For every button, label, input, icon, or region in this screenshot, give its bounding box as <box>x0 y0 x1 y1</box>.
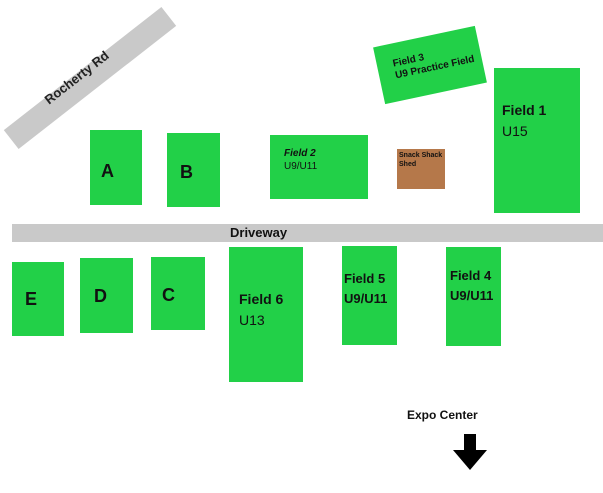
lot-c-label: C <box>162 285 175 305</box>
lot-a: A <box>90 130 142 205</box>
lot-b: B <box>167 133 220 207</box>
expo-center-label: Expo Center <box>407 408 478 422</box>
shed-label-1: Snack Shack <box>399 152 443 159</box>
field-1-name: Field 1 <box>502 102 547 118</box>
field-4-age: U9/U11 <box>450 288 494 303</box>
field-5-name: Field 5 <box>344 271 386 286</box>
field-5: Field 5 U9/U11 <box>342 246 397 345</box>
arrow-down-icon <box>453 434 487 470</box>
field-2-age: U9/U11 <box>284 161 318 172</box>
lot-b-label: B <box>180 162 193 182</box>
field-2: Field 2 U9/U11 <box>270 135 368 199</box>
field-4: Field 4 U9/U11 <box>446 247 501 346</box>
lot-e: E <box>12 262 64 336</box>
field-1: Field 1 U15 <box>494 68 580 213</box>
field-3: Field 3 U9 Practice Field <box>373 25 487 105</box>
driveway-label: Driveway <box>230 225 288 240</box>
lot-d-label: D <box>94 286 107 306</box>
lot-e-label: E <box>25 289 38 309</box>
field-6-age: U13 <box>239 312 265 328</box>
lot-c: C <box>151 257 205 330</box>
field-1-age: U15 <box>502 123 528 139</box>
field-2-name: Field 2 <box>284 148 316 159</box>
field-6-name: Field 6 <box>239 291 284 307</box>
field-5-age: U9/U11 <box>344 291 388 306</box>
field-6: Field 6 U13 <box>229 247 303 382</box>
snack-shack-shed: Snack Shack Shed <box>397 149 445 189</box>
lot-a-label: A <box>101 161 114 181</box>
field-4-name: Field 4 <box>450 268 492 283</box>
lot-d: D <box>80 258 133 333</box>
rocherty-road <box>3 6 177 150</box>
shed-label-2: Shed <box>399 161 417 168</box>
driveway-road <box>12 224 603 242</box>
